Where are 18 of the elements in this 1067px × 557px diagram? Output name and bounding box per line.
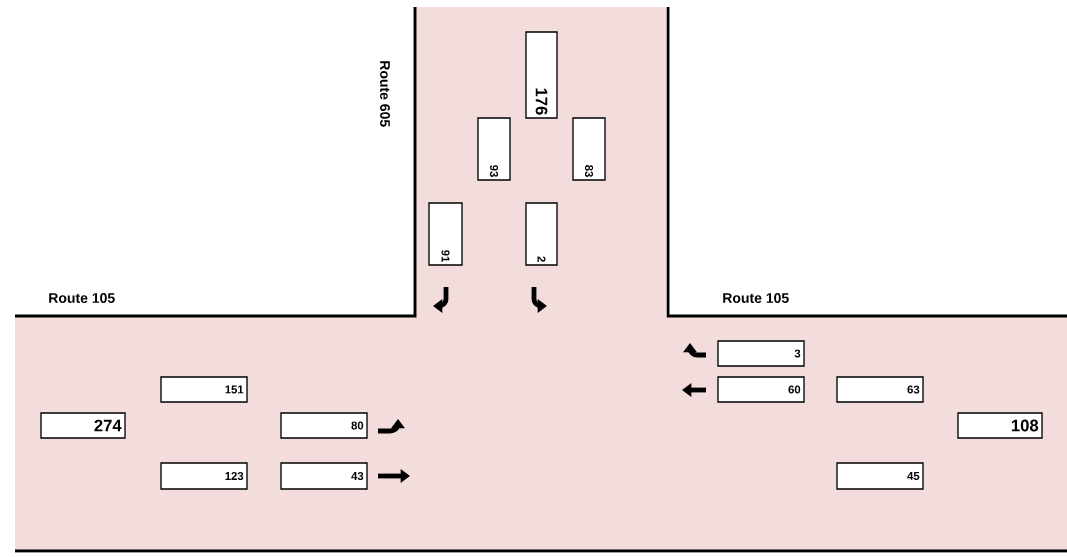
count-box: 91 [428,202,463,266]
count-box: 80 [280,412,368,439]
count-box: 176 [525,31,558,119]
count-box: 43 [280,462,368,490]
count-box: 63 [836,376,924,403]
road-name: Route 105 [49,293,115,303]
count-box: 2 [525,202,558,266]
count-box: 151 [160,376,248,403]
count-box: 83 [572,117,606,181]
count-box: 108 [957,412,1043,439]
count-box: 3 [717,340,805,367]
count-box: 93 [477,117,511,181]
count-box: 274 [40,412,126,439]
count-box: 123 [160,462,248,490]
road-name: Route 105 [723,293,789,303]
road-name: Route 605 [380,61,390,127]
count-box: 45 [836,462,924,490]
count-box: 60 [717,376,805,403]
